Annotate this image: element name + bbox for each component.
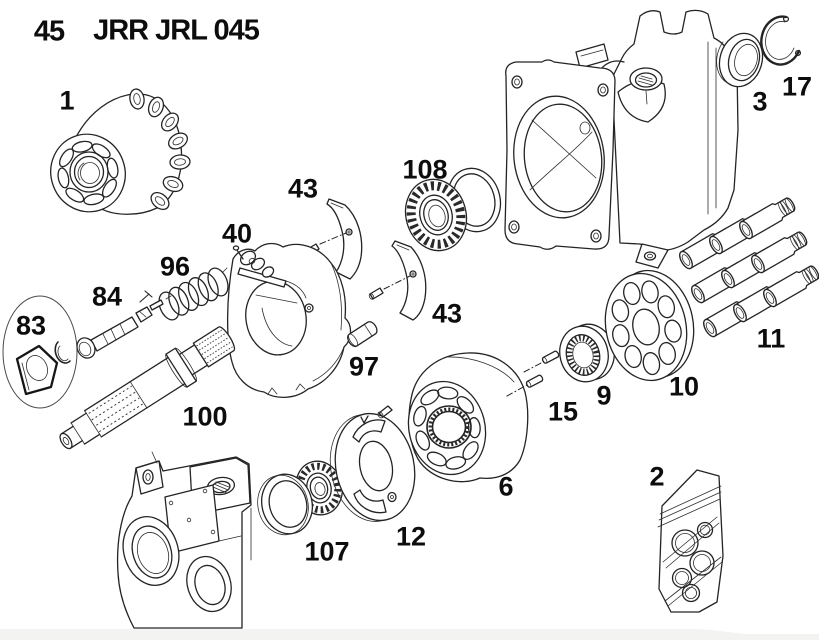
part-100-drive-shaft xyxy=(59,326,236,450)
callout-100: 100 xyxy=(182,401,228,432)
part-2-seal-kit-bag xyxy=(657,469,724,613)
callout-6: 6 xyxy=(498,471,514,502)
callout-40: 40 xyxy=(221,218,253,249)
callout-10: 10 xyxy=(668,371,700,402)
part-96-spring xyxy=(158,267,229,321)
part-1-rotating-group xyxy=(50,88,191,215)
callout-108: 108 xyxy=(402,154,448,185)
part-15-pins xyxy=(506,350,560,397)
part-40-swash-plate xyxy=(226,242,352,398)
pump-housing-drawing xyxy=(504,9,739,269)
part-108-bearing xyxy=(404,167,502,252)
swash-plate-linkage xyxy=(232,245,307,299)
callout-17: 17 xyxy=(781,71,813,102)
end-cover-drawing xyxy=(116,451,252,629)
part-12-valve-plate xyxy=(329,405,416,522)
part-6-cylinder-block xyxy=(407,352,529,483)
part-3-shaft-seal xyxy=(716,32,764,88)
part-107-bearing xyxy=(257,460,343,536)
callout-12: 12 xyxy=(395,521,427,552)
part-97-pin xyxy=(347,321,378,348)
callout-15: 15 xyxy=(547,396,579,427)
callout-83: 83 xyxy=(15,310,47,341)
callout-1: 1 xyxy=(59,85,75,116)
model-code: JRR JRL 045 xyxy=(93,14,260,47)
face-slot-ring xyxy=(57,140,119,206)
callout-43-upper: 43 xyxy=(287,173,319,204)
sheet-number: 45 xyxy=(33,15,65,48)
part-83-plug-detail xyxy=(2,295,78,409)
block-face-slots xyxy=(413,386,481,470)
part-84-servo-rod xyxy=(76,290,172,359)
callout-43-lower: 43 xyxy=(431,298,463,329)
callout-11: 11 xyxy=(756,323,786,354)
callout-96: 96 xyxy=(159,251,191,282)
callout-9: 9 xyxy=(596,380,612,411)
retainer-holes xyxy=(611,280,682,376)
callout-2: 2 xyxy=(649,461,665,492)
callout-3: 3 xyxy=(752,86,768,117)
part-17-snap-ring xyxy=(760,15,802,66)
part-9-needle-bearing xyxy=(559,323,615,383)
part-43-cradle-lower xyxy=(368,240,427,321)
callout-84: 84 xyxy=(91,281,123,312)
part-10-retainer-plate xyxy=(604,269,695,382)
flange-bolt-holes xyxy=(508,75,609,243)
callout-107: 107 xyxy=(304,536,350,567)
callout-97: 97 xyxy=(348,351,380,382)
rear-roller-windows xyxy=(129,88,191,211)
footer-bar xyxy=(0,629,819,640)
